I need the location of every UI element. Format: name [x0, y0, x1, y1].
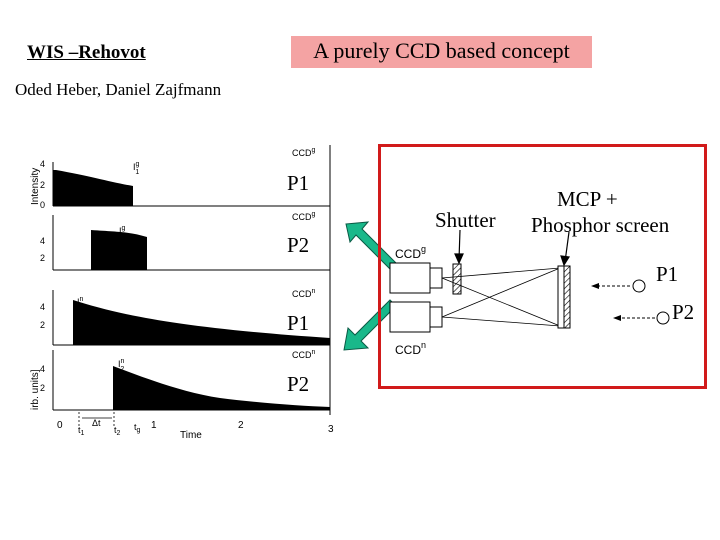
p2-ytick-4: 4: [40, 236, 45, 246]
page-title: WIS –Rehovot: [27, 42, 146, 63]
xtick-1: 1: [151, 420, 157, 431]
ccd-bottom-lens: [429, 306, 443, 328]
ccd-top-label: CCDg: [395, 244, 426, 261]
ccd-tag-2: CCDg: [292, 211, 316, 222]
p3-ytick-2: 2: [40, 320, 45, 330]
p1-ytick-2: 2: [40, 180, 45, 190]
plot-label-p2-top: P2: [287, 233, 310, 257]
ccd-tag-1: CCDg: [292, 147, 316, 158]
p4-ytick-4: 4: [40, 364, 45, 374]
concept-label: A purely CCD based concept: [313, 38, 570, 63]
t2-marker: t2: [114, 425, 121, 437]
plot-label-p2-bottom: P2: [287, 372, 310, 396]
setup-p1-label: P1: [656, 262, 679, 286]
ccd-bottom-label: CCDn: [395, 340, 426, 357]
panel4-decay-area: [113, 366, 330, 410]
ccd-top-body: [389, 262, 431, 294]
y-axis-title-upper: Intensity: [30, 168, 41, 205]
ccd-tag-3: CCDn: [292, 288, 316, 299]
p2-ytick-2: 2: [40, 253, 45, 263]
shutter-label: Shutter: [435, 208, 496, 232]
xtick-2: 2: [238, 420, 244, 431]
ccd-bottom-body: [389, 301, 431, 333]
decay-plots-figure: 4 2 0 4 2 4 2 4 2 Intensity irb. units] …: [30, 145, 334, 440]
p1-ytick-4: 4: [40, 159, 45, 169]
x-axis-title: Time: [180, 430, 202, 440]
plot-label-p1-top: P1: [287, 171, 310, 195]
xtick-3: 3: [328, 424, 334, 435]
ccd-setup-schematic: CCDg CCDn: [389, 230, 670, 357]
plot-label-p1-bottom: P1: [287, 311, 310, 335]
y-axis-title-lower: irb. units]: [30, 369, 41, 410]
panel3-decay-area: [73, 300, 330, 345]
authors-line: Oded Heber, Daniel Zajfmann: [15, 80, 222, 99]
phosphor-screen: [557, 265, 565, 329]
p1-ytick-0: 0: [40, 200, 45, 210]
mcp-plate: [563, 265, 571, 329]
setup-frame: [378, 144, 707, 389]
ccd-top-lens: [429, 267, 443, 289]
t1-marker: t1: [78, 425, 85, 437]
p3-ytick-4: 4: [40, 302, 45, 312]
p2-particle: [656, 311, 670, 325]
delta-t-label: Δt: [92, 418, 101, 428]
concept-highlight-box: [291, 36, 592, 68]
p4-ytick-2: 2: [40, 383, 45, 393]
phosphor-label: Phosphor screen: [531, 213, 670, 237]
panel1-decay-area: [53, 170, 133, 206]
tg-marker: tg: [134, 422, 141, 434]
ccd-tag-4: CCDn: [292, 349, 316, 360]
p1-particle: [632, 279, 646, 293]
mcp-label: MCP +: [557, 187, 618, 211]
panel2-decay-area: [84, 230, 147, 270]
xtick-0: 0: [57, 420, 63, 431]
setup-p2-label: P2: [672, 300, 695, 324]
shutter-plate: [452, 263, 462, 295]
green-arrows: [343, 221, 401, 351]
